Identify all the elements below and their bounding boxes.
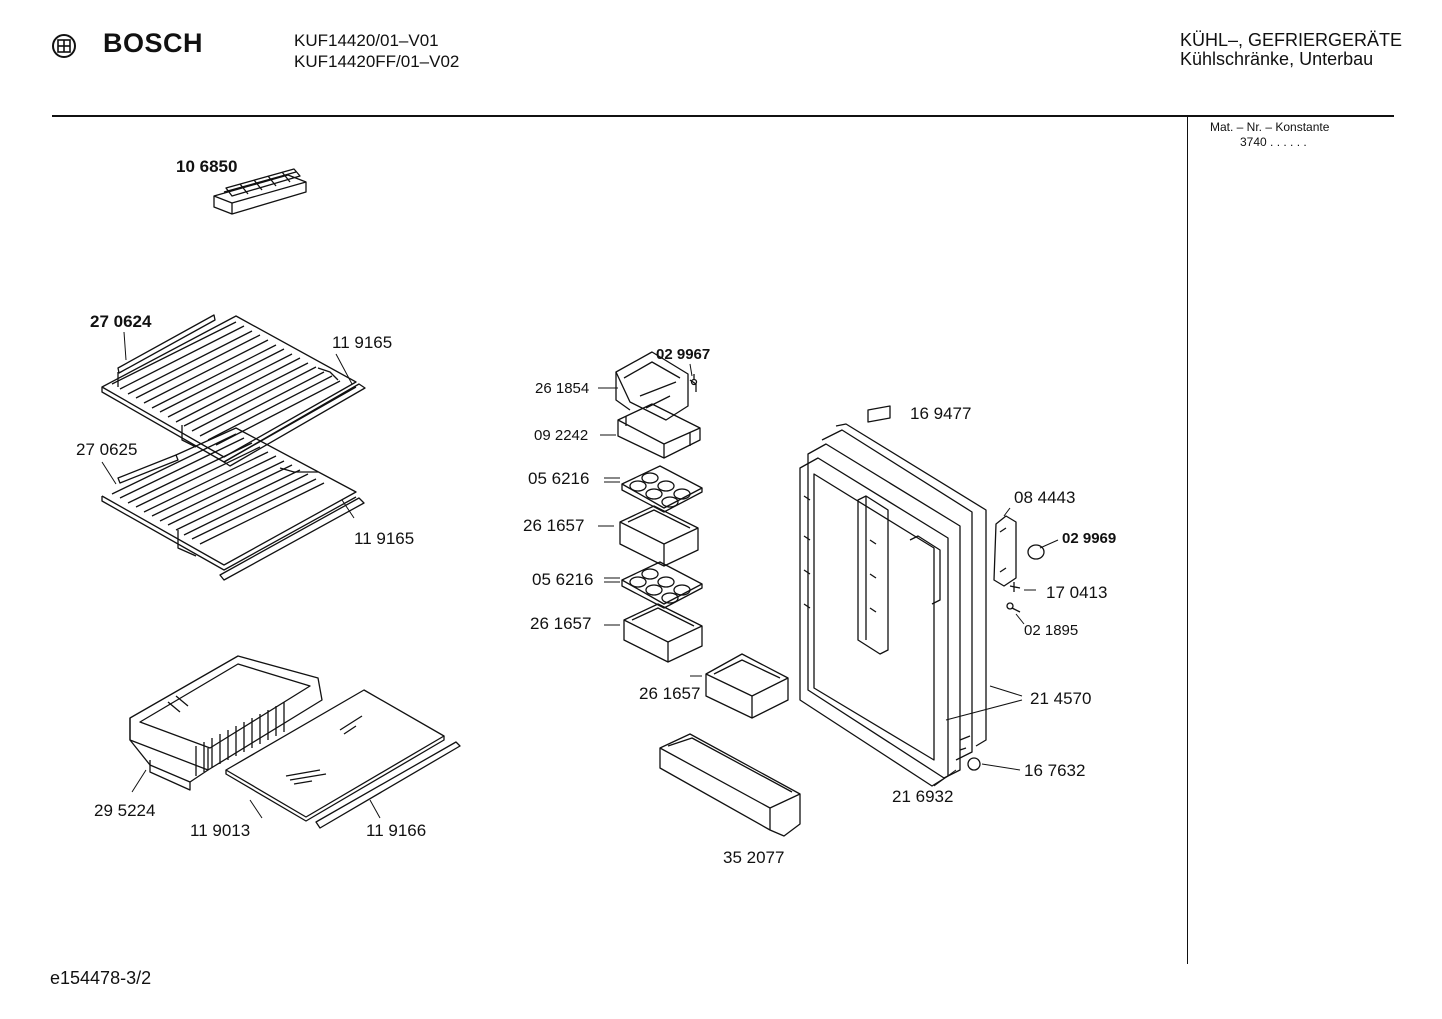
mat-number-label: Mat. – Nr. – Konstante: [1210, 120, 1330, 134]
screw-1-drawing: [1009, 582, 1021, 592]
model-number-1: KUF14420/01–V01: [294, 31, 439, 50]
sidebar-divider: [1187, 117, 1188, 964]
door-label-drawing: [867, 405, 891, 423]
part-label-119166: 11 9166: [366, 821, 427, 840]
model-number-2: KUF14420FF/01–V02: [294, 52, 460, 71]
foot-drawing: [967, 757, 981, 771]
part-label-056216-lower: 05 6216: [532, 570, 594, 589]
part-label-261657-2: 26 1657: [530, 614, 592, 633]
part-label-261854: 26 1854: [535, 380, 590, 397]
mat-number-value: 3740 . . . . . .: [1240, 135, 1307, 149]
part-label-029967: 02 9967: [656, 346, 711, 363]
cap-drawing: [1027, 544, 1045, 560]
part-label-270624: 27 0624: [90, 312, 152, 331]
door-assembly-drawing: [799, 423, 987, 787]
part-label-214570: 21 4570: [1030, 689, 1092, 708]
hinge-drawing: [993, 515, 1017, 587]
part-label-029969: 02 9969: [1062, 530, 1117, 547]
bosch-logo-icon: [52, 34, 76, 58]
egg-cover-drawing: [615, 351, 697, 421]
leader-lines: [101, 331, 1059, 819]
part-label-167632: 16 7632: [1024, 761, 1086, 780]
small-box-1-drawing: [619, 505, 699, 567]
part-label-084443: 08 4443: [1014, 488, 1076, 507]
part-label-270625: 27 0625: [76, 440, 138, 459]
bracket-tray-drawing: [617, 403, 701, 459]
egg-holder-2-drawing: [621, 561, 703, 609]
part-label-170413: 17 0413: [1046, 583, 1108, 602]
part-label-216932: 21 6932: [892, 787, 954, 806]
small-screw-drawing: [690, 374, 698, 386]
screw-2-drawing: [1006, 602, 1021, 613]
part-label-261657-3: 26 1657: [639, 684, 701, 703]
ice-tray-drawing: [213, 168, 307, 215]
part-label-169477: 16 9477: [910, 404, 972, 423]
egg-holder-1-drawing: [621, 465, 703, 513]
bottle-shelf-drawing: [659, 733, 801, 837]
part-label-056216-upper: 05 6216: [528, 469, 590, 488]
category-subtitle: Kühlschränke, Unterbau: [1180, 49, 1374, 69]
brand-name: BOSCH: [103, 28, 204, 58]
part-label-352077: 35 2077: [723, 848, 785, 867]
small-box-2-drawing: [623, 603, 703, 663]
small-box-3-drawing: [705, 653, 789, 719]
part-label-092242: 09 2242: [534, 427, 589, 444]
part-label-295224: 29 5224: [94, 801, 156, 820]
header-divider: [52, 115, 1394, 117]
crisper-drawer-drawing: [129, 655, 323, 791]
part-label-106850: 10 6850: [176, 157, 238, 176]
lower-grid-shelf-drawing: [101, 427, 365, 581]
part-label-119165-lower: 11 9165: [354, 529, 415, 548]
document-code: e154478-3/2: [50, 968, 152, 988]
part-label-261657-1: 26 1657: [523, 516, 585, 535]
glass-plate-drawing: [225, 689, 461, 829]
part-label-119165-upper: 11 9165: [332, 333, 393, 352]
part-label-119013: 11 9013: [190, 821, 251, 840]
category-title: KÜHL–, GEFRIERGERÄTE: [1180, 30, 1403, 50]
part-label-021895: 02 1895: [1024, 622, 1079, 639]
upper-grid-shelf-drawing: [101, 314, 366, 467]
